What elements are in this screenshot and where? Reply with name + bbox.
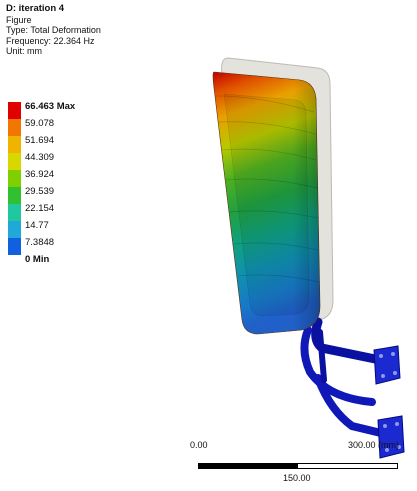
housing-shading (213, 72, 320, 334)
legend-swatch (8, 102, 21, 119)
legend-value-label: 14.77 (25, 220, 49, 231)
mounting-plate-upper (373, 345, 401, 385)
mounting-bracket (300, 317, 389, 438)
legend-value-label: 7.3848 (25, 237, 55, 248)
legend-color-bar (8, 102, 21, 255)
legend-labels: 66.463 Max 59.078 51.694 44.309 36.924 2… (25, 98, 75, 268)
result-type-label: Type: Total Deformation (6, 25, 101, 35)
result-unit-label: Unit: mm (6, 46, 42, 56)
scale-mid-label: 150.00 (283, 473, 311, 483)
legend-swatch (8, 187, 21, 204)
legend-value-label: 36.924 (25, 169, 55, 180)
result-object-label: Figure (6, 14, 32, 25)
scale-end-label: 300.00 (mm) (348, 440, 400, 450)
result-title: D: iteration 4 (6, 3, 65, 14)
result-frequency-label: Frequency: 22.364 Hz (6, 35, 95, 46)
legend-value-label: 22.154 (25, 203, 55, 214)
contour-band-lines (215, 95, 320, 283)
legend-swatch (8, 170, 21, 187)
scale-start-label: 0.00 (190, 440, 208, 450)
scale-black-segment (199, 464, 298, 468)
legend-value-label: 44.309 (25, 152, 55, 163)
mounting-plate-lower (377, 415, 405, 459)
scale-track (198, 463, 398, 469)
legend-value-label: 29.539 (25, 186, 55, 197)
legend-min-label: 0 Min (25, 254, 50, 265)
result-info-panel: D: iteration 4 Figure Type: Total Deform… (6, 3, 101, 57)
housing-inner-face (223, 93, 310, 317)
legend-max-label: 66.463 Max (25, 101, 76, 112)
legend-swatch (8, 221, 21, 238)
legend-swatch (8, 119, 21, 136)
legend-value-label: 51.694 (25, 135, 55, 146)
legend-value-label: 59.078 (25, 118, 55, 129)
legend-swatch (8, 238, 21, 255)
legend-swatch (8, 136, 21, 153)
legend-swatch (8, 204, 21, 221)
legend-swatch (8, 153, 21, 170)
